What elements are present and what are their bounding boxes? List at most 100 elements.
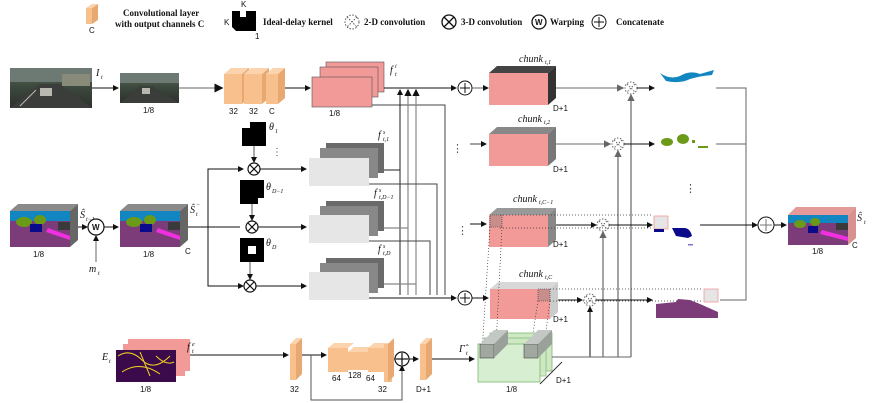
concat-node-2 xyxy=(457,290,473,306)
input-label-sub: t xyxy=(101,75,103,81)
kernel-dots: ⋮ xyxy=(272,147,282,158)
legend-warping-label: Warping xyxy=(550,17,585,27)
conv2d-node-1 xyxy=(624,81,638,95)
feature-label-sub: t xyxy=(395,72,397,78)
shifted-feature-2 xyxy=(309,201,384,243)
final-conv-channel: D+1 xyxy=(416,385,431,394)
conv3d-icon xyxy=(441,14,457,30)
encoder-channel-2: 32 xyxy=(249,107,258,116)
shifted-1-label: f xyxy=(378,130,382,141)
chunk-2-label: chunk xyxy=(518,114,542,125)
conv3d-node-1 xyxy=(247,162,261,176)
shifted-1-sub: t,1 xyxy=(383,137,389,143)
chunk-Cm1 xyxy=(489,208,556,247)
conv3d-node-2 xyxy=(245,220,259,234)
output-label: Ŝ xyxy=(857,212,862,224)
warping-icon: W xyxy=(531,14,547,30)
add-node xyxy=(394,351,410,367)
edge-conv-ch-2: 64 xyxy=(332,374,341,383)
warping-symbol: W xyxy=(535,18,543,27)
prev-seg-label-sub: t−1 xyxy=(86,217,95,223)
kernel-2-label: θ xyxy=(266,182,271,193)
final-conv-D1 xyxy=(420,338,432,380)
chunk-1 xyxy=(489,66,556,105)
legend-kernel-k-top: K xyxy=(241,0,247,9)
edge-feature-sub: t xyxy=(192,349,194,355)
shifted-3-sup: s xyxy=(383,244,386,250)
chunk-Cm1-label: chunk xyxy=(513,194,537,205)
skip-connection xyxy=(310,355,405,401)
output-collector xyxy=(716,87,747,301)
chunk-2 xyxy=(489,127,556,166)
warped-seg-label: Ŝ xyxy=(190,204,195,216)
warp-symbol: W xyxy=(92,223,100,232)
warped-seg-map xyxy=(120,204,188,247)
shifted-1-sup: s xyxy=(383,130,386,136)
input-image xyxy=(10,68,92,108)
shifted-3-label: f xyxy=(378,244,382,255)
conv2d-node-2 xyxy=(611,137,625,151)
edge-label-sub: t xyxy=(109,359,111,365)
kernel-3-sub: D xyxy=(271,245,277,251)
warped-seg-channel: C xyxy=(185,247,191,256)
concat-node-final xyxy=(757,216,775,234)
class-output-2 xyxy=(661,134,708,148)
chunk-C-depth: D+1 xyxy=(553,315,568,324)
edge-feature-stack xyxy=(116,339,190,382)
warp-node: W xyxy=(87,218,105,236)
legend-conv2d-label: 2-D convolution xyxy=(364,17,425,27)
shifted-feature-1 xyxy=(309,143,384,186)
prev-seg-map xyxy=(10,204,78,247)
gamma-label: Γ̂ xyxy=(458,344,469,355)
prev-seg-scale: 1/8 xyxy=(33,250,45,259)
gamma-scale: 1/8 xyxy=(506,385,518,394)
shifted-2-sup: s xyxy=(379,188,382,194)
chunk-2-depth: D+1 xyxy=(553,165,568,174)
kernel-1-label: θ xyxy=(269,122,274,133)
feature-stack xyxy=(311,61,385,108)
gamma-depth: D+1 xyxy=(556,376,571,385)
shifted-feature-3 xyxy=(309,258,384,300)
gamma-label-sub: t xyxy=(466,351,468,357)
class-output-Cm1 xyxy=(653,215,693,246)
branch-to-conv1 xyxy=(207,166,244,227)
conv3d-node-3 xyxy=(243,279,257,293)
kernel-theta-D-icon xyxy=(240,238,264,262)
input-label: I xyxy=(95,68,100,79)
chunk-1-depth: D+1 xyxy=(553,104,568,113)
bottleneck-blocks xyxy=(328,338,394,382)
legend-conv-layer-icon xyxy=(86,4,98,24)
concatenate-icon xyxy=(591,14,607,30)
encoder-channel-1: 32 xyxy=(229,107,238,116)
motion-label-sub: t xyxy=(98,271,100,277)
ideal-delay-kernel-icon xyxy=(232,11,256,31)
shifted-2-sub: t,D−1 xyxy=(379,195,394,201)
output-label-sub: t xyxy=(864,220,866,226)
legend-conv-channel: C xyxy=(89,26,95,35)
legend-kernel-label: Ideal-delay kernel xyxy=(263,17,333,27)
chunk-dots-1: ⋮ xyxy=(452,143,463,155)
edge-label: E xyxy=(101,352,108,363)
warped-seg-scale: 1/8 xyxy=(143,250,155,259)
gamma-volume xyxy=(477,330,563,385)
edge-scale: 1/8 xyxy=(140,385,152,394)
link-shifted1-down xyxy=(369,183,438,295)
kernel-1-sub: 1 xyxy=(275,129,278,135)
motion-label: m xyxy=(89,264,96,275)
kernel-2-sub: D−1 xyxy=(271,189,283,195)
chunk-C-sub: t,C xyxy=(545,275,553,281)
feature-scale: 1/8 xyxy=(329,109,341,118)
encoder-channel-3: C xyxy=(269,107,275,116)
output-seg-map xyxy=(788,207,856,245)
feature-label: f xyxy=(390,65,394,76)
conv2d-node-3 xyxy=(596,218,610,232)
output-scale: 1/8 xyxy=(812,247,824,256)
downsampled-image xyxy=(120,73,179,103)
warped-seg-label-sub: t xyxy=(196,212,198,218)
edge-feature-sup: e xyxy=(192,342,195,348)
legend-kernel-k-left: K xyxy=(224,18,230,27)
chunk-2-sub: t,2 xyxy=(544,120,550,126)
shifted-3-sub: t,D xyxy=(383,251,391,257)
concat-node-1 xyxy=(457,80,473,96)
legend-kernel-one: 1 xyxy=(255,32,260,41)
